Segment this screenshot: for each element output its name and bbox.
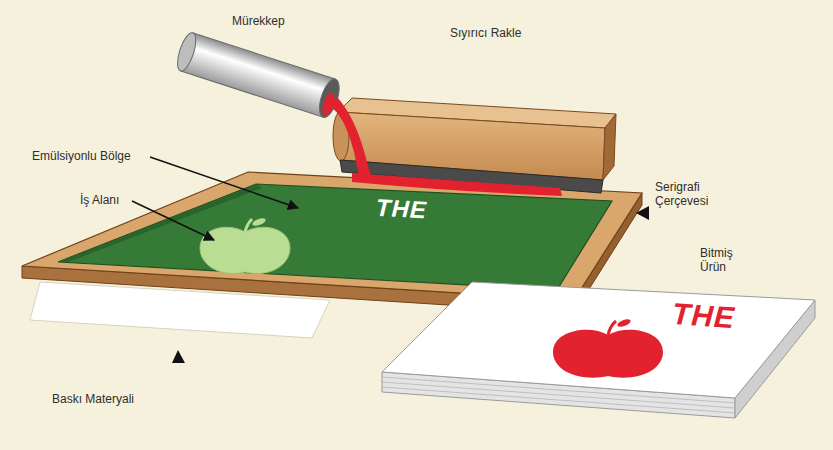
apple-stencil	[200, 227, 290, 273]
part-label: İş Alanı	[80, 193, 119, 207]
pointer-triangle	[172, 350, 185, 363]
printed-apple	[553, 330, 663, 378]
pointer-triangle	[636, 206, 649, 220]
apple-leaf	[251, 217, 266, 227]
ink-stream	[324, 98, 372, 181]
ink-pool	[352, 173, 562, 196]
printed-apple-stem	[608, 321, 616, 335]
part-label: Emülsiyonlu Bölge	[32, 149, 131, 163]
finished-print	[382, 282, 815, 398]
apple-stem	[245, 219, 252, 232]
leader-arrow	[150, 157, 298, 208]
part-label: Bitmiş Ürün	[700, 246, 746, 274]
printed-text: THE	[671, 298, 736, 334]
printed-apple-leaf	[616, 318, 631, 328]
part-label: Sıyırıcı Rakle	[450, 26, 521, 40]
leader-arrow	[132, 201, 214, 240]
stencil-text: THE	[375, 195, 427, 224]
part-label: Serigrafi Çerçevesi	[655, 180, 721, 208]
screen-frame	[22, 172, 642, 300]
emulsion-screen	[58, 184, 612, 290]
squeegee-end	[603, 114, 616, 180]
part-label: Mürekkep	[232, 14, 285, 28]
ink-container	[174, 31, 343, 120]
part-label: Baskı Materyali	[52, 392, 134, 406]
